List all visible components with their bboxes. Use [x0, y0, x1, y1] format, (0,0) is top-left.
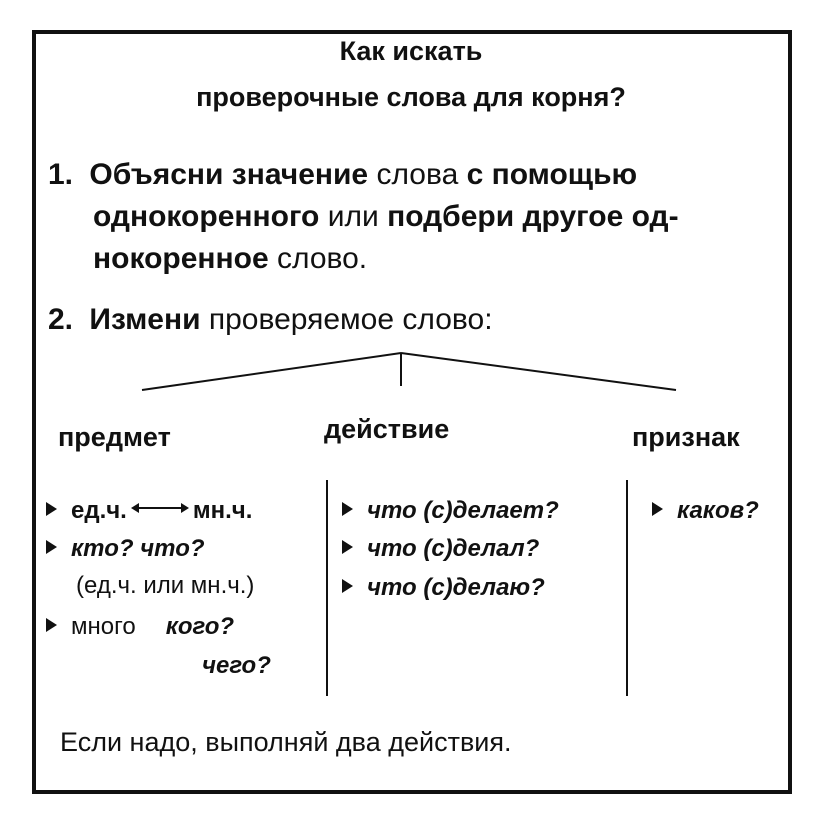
bullet-triangle-icon	[342, 540, 353, 554]
bullet-triangle-icon	[652, 502, 663, 516]
step-1-text-b: слова	[368, 158, 467, 191]
step-1-line-3-bold-a: нокоренное	[93, 242, 269, 275]
verb-item-3-text: что (с)делаю?	[367, 574, 545, 601]
noun-item-many: много кого?	[46, 613, 234, 641]
verb-item-1-text: что (с)делает?	[367, 497, 559, 524]
bullet-triangle-icon	[46, 540, 57, 554]
noun-singular: ед.ч.	[71, 497, 127, 524]
bullet-triangle-icon	[46, 502, 57, 516]
verb-item-1: что (с)делает?	[342, 497, 559, 525]
step-2-bold: Измени	[89, 303, 201, 336]
title-line-1: Как искать	[339, 36, 483, 66]
divider-right	[626, 480, 628, 696]
noun-item-note: (ед.ч. или мн.ч.)	[76, 572, 255, 599]
title-line-2: проверочные слова для корня?	[196, 82, 626, 112]
step-1-line-3-text-b: слово.	[268, 242, 368, 275]
bullet-triangle-icon	[342, 502, 353, 516]
step-1-bold-c: с помощью	[466, 158, 638, 191]
step-1-line-2: однокоренного или подбери другое од-	[93, 200, 679, 234]
heading-verb: действие	[324, 414, 450, 444]
step-2-text: проверяемое слово:	[200, 303, 493, 336]
verb-item-3: что (с)делаю?	[342, 574, 545, 602]
step-1-line-3: нокоренное слово.	[93, 242, 367, 276]
step-1-number: 1.	[48, 158, 74, 191]
step-1-line-2-bold-c: подбери другое од-	[387, 200, 679, 233]
rule-card-frame	[32, 30, 792, 794]
noun-question-text: кто? что?	[71, 535, 205, 562]
adjective-item-1-text: каков?	[677, 497, 759, 524]
divider-left	[326, 480, 328, 696]
step-1-bold-a: Объясни значение	[89, 158, 369, 191]
bullet-triangle-icon	[46, 618, 57, 632]
footer-note: Если надо, выполняй два действия.	[60, 727, 512, 757]
heading-adjective: признак	[632, 422, 740, 452]
double-arrow-icon	[130, 503, 189, 513]
bullet-triangle-icon	[342, 579, 353, 593]
step-1-line-1: 1. Объясни значение слова с помощью	[48, 158, 637, 192]
noun-many-word: много	[71, 613, 136, 640]
heading-noun: предмет	[58, 422, 171, 452]
verb-item-2-text: что (с)делал?	[367, 535, 540, 562]
verb-item-2: что (с)делал?	[342, 535, 539, 563]
noun-item-question: кто? что?	[46, 535, 205, 563]
noun-many-what: чего?	[202, 652, 271, 679]
step-2-line: 2. Измени проверяемое слово:	[48, 303, 493, 337]
noun-many-whom: кого?	[165, 613, 235, 640]
step-1-line-2-bold-a: однокоренного	[93, 200, 320, 233]
noun-plural: мн.ч.	[192, 497, 253, 524]
step-1-line-2-text-b: или	[319, 200, 388, 233]
noun-item-number: ед.ч. мн.ч.	[46, 497, 252, 525]
step-2-number: 2.	[48, 303, 74, 336]
adjective-item-1: каков?	[652, 497, 759, 525]
